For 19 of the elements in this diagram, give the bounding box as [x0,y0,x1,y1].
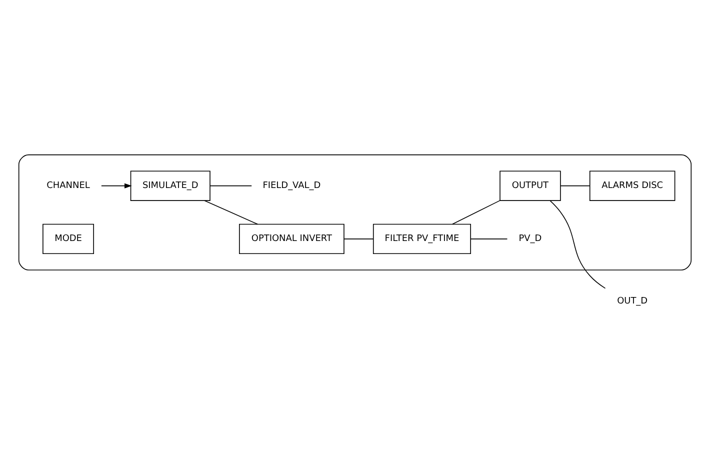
node-box: ALARMS DISC [589,170,676,200]
connector [452,200,500,224]
node-text: CHANNEL [46,180,90,191]
node-text: PV_D [518,234,542,244]
cluster [18,154,692,270]
connector [470,238,508,239]
connector [550,200,606,288]
node-text: FIELD_VAL_D [262,180,321,191]
arrow [101,182,132,188]
node-box: SIMULATE_D [130,170,210,200]
connector [560,184,590,186]
connector [204,200,258,224]
node-box: MODE [42,223,94,254]
node-box: OUTPUT [500,170,561,200]
node-text: OUT_D [617,296,648,306]
node-box: OPTIONAL INVERT [239,223,344,254]
connector [210,184,252,186]
node-box: FILTER PV_FTIME [372,223,471,254]
connector [344,238,374,239]
